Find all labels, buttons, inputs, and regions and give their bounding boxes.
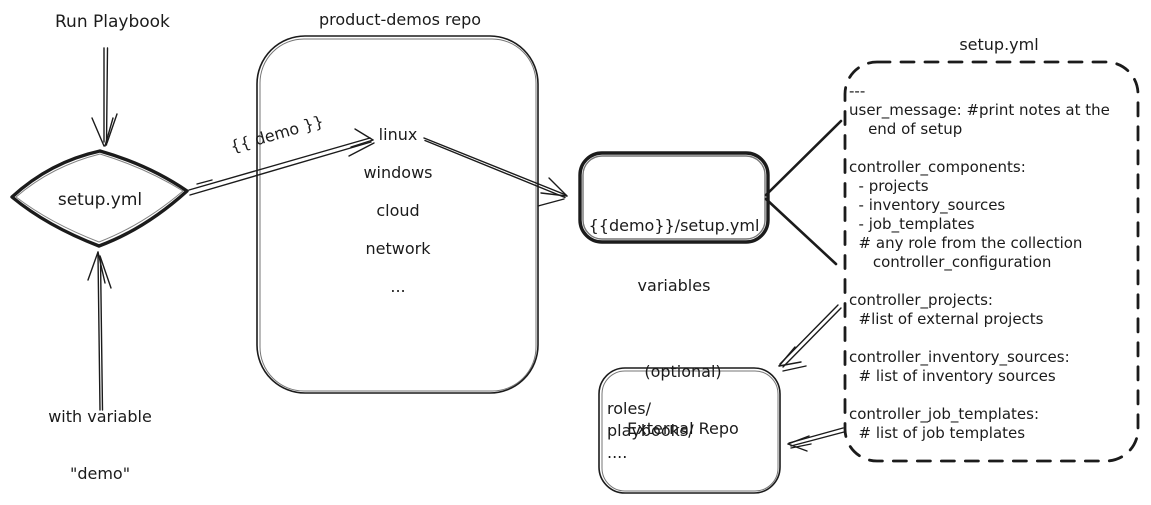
setup-yml-line: controller_components: <box>849 158 1026 176</box>
setup-yml-line: # list of job templates <box>849 424 1026 442</box>
arrow-job-templates-to-external-repo <box>787 427 845 452</box>
setup-yml-line: controller_configuration <box>849 253 1052 271</box>
arrow-demo-to-linux <box>188 128 375 196</box>
arrow-with-variable-to-diamond <box>87 251 112 411</box>
setup-yml-line: controller_job_templates: <box>849 405 1040 423</box>
repo-item-list: linux windows cloud network... <box>320 124 476 314</box>
setup-yml-line: end of setup <box>849 120 963 138</box>
external-repo-title-line2: External Repo <box>627 419 739 438</box>
fork-lines-variables-to-setup <box>764 119 843 266</box>
repo-item: linux <box>378 125 418 144</box>
with-variable-line1: with variable <box>48 407 152 426</box>
setup-yml-line <box>849 386 1110 405</box>
repo-item: cloud <box>376 201 420 220</box>
external-repo-title: (optional) External Repo <box>610 324 756 476</box>
arrow-linux-to-variables <box>423 137 568 207</box>
external-repo-content: roles/playbooks/.... <box>607 398 694 464</box>
variables-box-line2: variables <box>637 276 711 295</box>
setup-yml-line: controller_inventory_sources: <box>849 348 1070 366</box>
external-repo-line: .... <box>607 443 628 462</box>
setup-yml-line: # list of inventory sources <box>849 367 1056 385</box>
setup-yml-line: #list of external projects <box>849 310 1044 328</box>
setup-yml-title: setup.yml <box>959 35 1039 54</box>
with-variable-label: with variable "demo" <box>30 369 170 505</box>
arrow-projects-to-external-repo <box>778 304 842 372</box>
setup-yml-line <box>849 139 1110 158</box>
variables-box-label: {{demo}}/setup.yml variables <box>588 176 760 336</box>
external-repo-title-line1: (optional) <box>644 362 722 381</box>
repo-item: network <box>365 239 431 258</box>
setup-yml-line: - job_templates <box>849 215 975 233</box>
external-repo-box <box>598 367 781 494</box>
diamond-label: setup.yml <box>57 190 143 210</box>
setup-yml-line: user_message: #print notes at the <box>849 101 1110 119</box>
arrow-run-playbook-to-diamond <box>91 47 118 147</box>
repo-item: windows <box>363 163 433 182</box>
external-repo-line: roles/ <box>607 399 652 418</box>
setup-yml-content: ---user_message: #print notes at the end… <box>849 82 1110 443</box>
setup-yml-line: controller_projects: <box>849 291 993 309</box>
repo-title: product-demos repo <box>318 10 482 29</box>
run-playbook-label: Run Playbook <box>55 12 170 32</box>
setup-yml-line <box>849 329 1110 348</box>
diamond-setup-yml <box>10 149 189 248</box>
variables-box <box>578 151 770 244</box>
repo-item: ... <box>390 277 406 296</box>
repo-box <box>256 35 539 394</box>
setup-yml-line: - inventory_sources <box>849 196 1006 214</box>
setup-yml-line: - projects <box>849 177 929 195</box>
external-repo-line: playbooks/ <box>607 421 694 440</box>
setup-yml-line: # any role from the collection <box>849 234 1083 252</box>
with-variable-line2: "demo" <box>69 464 131 483</box>
variables-box-line1: {{demo}}/setup.yml <box>588 216 760 235</box>
setup-yml-dashed-box <box>843 60 1140 463</box>
setup-yml-line <box>849 272 1110 291</box>
setup-yml-line: --- <box>849 82 866 100</box>
